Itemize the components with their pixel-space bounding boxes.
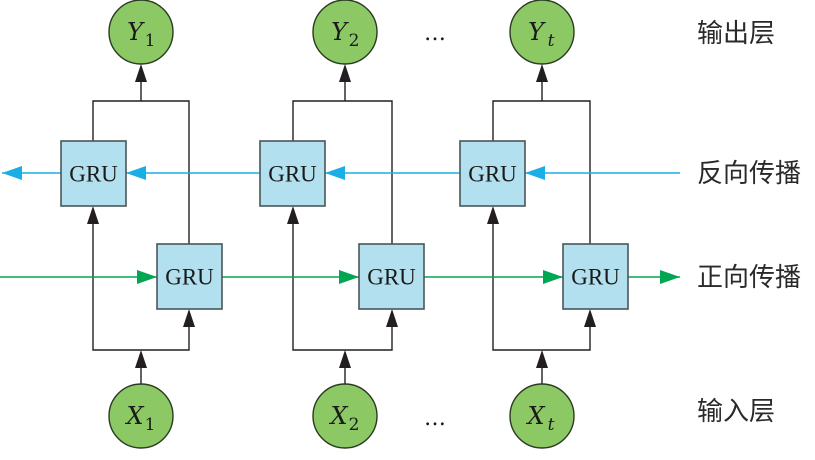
gru-cell-forward: GRU: [562, 243, 629, 310]
forward-propagation-label: 正向传播: [697, 263, 801, 293]
gru-box: [358, 243, 425, 310]
forward-arrowhead: [543, 270, 563, 284]
gru-label: GRU: [165, 265, 214, 290]
output-arrowhead: [339, 64, 351, 82]
input-circle: [509, 383, 575, 449]
input-node-subscript: 2: [349, 415, 360, 435]
output-ellipsis: …: [424, 21, 446, 46]
input-circle: [108, 383, 174, 449]
output-node-label: Y: [127, 18, 145, 46]
backward-arrowhead: [525, 166, 545, 180]
backward-input-arrowhead: [87, 206, 99, 224]
forward-arrowhead: [137, 270, 157, 284]
output-node-subscript: 1: [145, 31, 156, 51]
output-layer-label: 输出层: [697, 19, 775, 49]
gru-label: GRU: [571, 265, 620, 290]
forward-arrowhead: [339, 270, 359, 284]
input-arrowhead: [135, 350, 147, 368]
input-connector: [292, 222, 393, 351]
output-circle: [509, 0, 575, 65]
forward-input-arrowhead: [386, 309, 398, 327]
forward-input-arrowhead: [183, 309, 195, 327]
forward-input-arrowhead: [584, 309, 596, 327]
forward-arrowhead: [660, 270, 680, 284]
backward-input-arrowhead: [287, 206, 299, 224]
output-node-subscript: 2: [349, 31, 360, 51]
backward-arrowhead: [325, 166, 345, 180]
gru-label: GRU: [468, 162, 517, 187]
backward-arrowhead: [126, 166, 146, 180]
input-node-label: X: [124, 402, 144, 430]
gru-cell-forward: GRU: [358, 243, 425, 310]
input-node-subscript: 1: [145, 415, 156, 435]
output-node-label: Y: [331, 18, 349, 46]
gru-box: [259, 140, 326, 207]
input-arrowhead: [339, 350, 351, 368]
input-node-subscript: t: [548, 415, 555, 435]
connectors: [87, 64, 596, 384]
gru-box: [60, 140, 127, 207]
gru-box: [156, 243, 223, 310]
output-arrowhead: [536, 64, 548, 82]
output-node-subscript: t: [548, 31, 555, 51]
input-node-label: X: [525, 402, 545, 430]
input-circle: [312, 383, 378, 449]
propagation-lines: [0, 166, 680, 284]
gru-label: GRU: [367, 265, 416, 290]
backward-propagation-label: 反向传播: [697, 159, 801, 189]
gru-label: GRU: [268, 162, 317, 187]
gru-cell-backward: GRU: [60, 140, 127, 207]
output-circle: [312, 0, 378, 65]
output-arrowhead: [135, 64, 147, 82]
input-layer-label: 输入层: [697, 397, 775, 427]
gru-cell-forward: GRU: [156, 243, 223, 310]
gru-cell-backward: GRU: [459, 140, 526, 207]
input-connector: [492, 222, 591, 351]
gru-label: GRU: [69, 162, 118, 187]
gru-box: [562, 243, 629, 310]
gru-cells: GRU GRU GRU GRU GRU GRU: [60, 140, 629, 310]
backward-input-arrowhead: [487, 206, 499, 224]
output-circle: [108, 0, 174, 65]
gru-cell-backward: GRU: [259, 140, 326, 207]
input-arrowhead: [536, 350, 548, 368]
input-node-label: X: [328, 402, 348, 430]
input-ellipsis: …: [424, 406, 446, 431]
backward-arrowhead: [2, 166, 22, 180]
gru-box: [459, 140, 526, 207]
output-node-label: Y: [528, 18, 546, 46]
